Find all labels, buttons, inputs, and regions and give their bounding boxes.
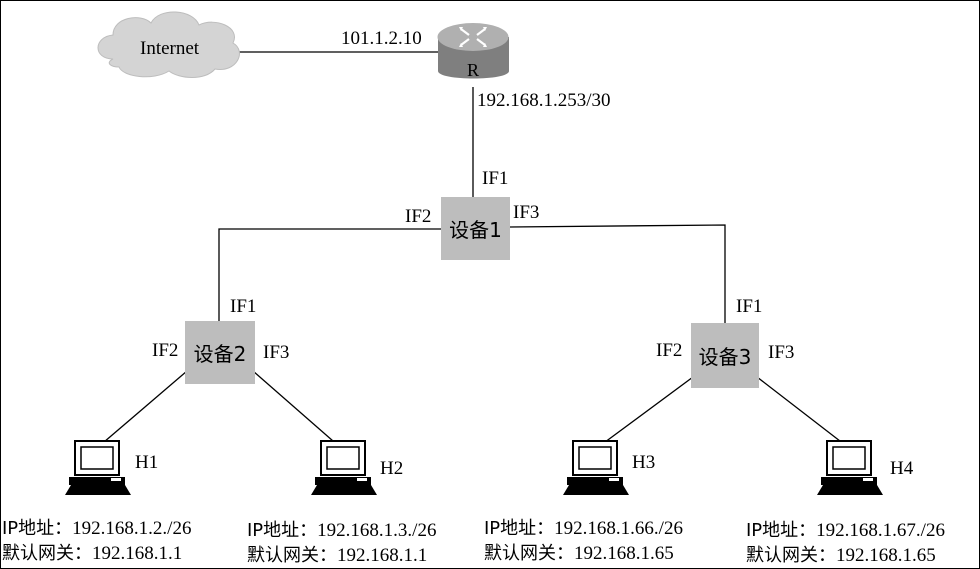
device2-label: 设备2 (193, 342, 247, 366)
device1-label: 设备1 (449, 218, 502, 242)
link-device3-h4 (756, 376, 850, 449)
h2-ip-key: IP地址： (247, 520, 318, 541)
h3-gw: 192.168.1.65 (574, 542, 674, 564)
h3-ip-key: IP地址： (484, 518, 555, 539)
device3-if1-label: IF1 (736, 296, 763, 317)
link-device1-device2 (218, 228, 441, 321)
computer-icon-h3 (563, 440, 629, 495)
h1-ip: 192.168.1.2./26 (72, 518, 192, 539)
internet-label: Internet (140, 38, 200, 59)
h4-ip-key: IP地址： (746, 520, 817, 541)
h4-info: IP地址：192.168.1.67./26 默认网关：192.168.1.65 (746, 519, 945, 568)
link-device3-h3 (596, 376, 694, 449)
computer-icon-h1 (65, 440, 131, 495)
router-icon (437, 23, 509, 79)
h3-name: H3 (632, 452, 656, 473)
device1-if2-label: IF2 (405, 206, 432, 227)
h4-name: H4 (890, 458, 914, 479)
device2-if1-label: IF1 (230, 296, 257, 317)
h4-gw: 192.168.1.65 (836, 544, 936, 566)
link-device2-h2 (252, 370, 342, 449)
device3-label: 设备3 (698, 345, 752, 369)
h3-info: IP地址：192.168.1.66./26 默认网关：192.168.1.65 (484, 517, 683, 566)
h1-gw-key: 默认网关： (2, 542, 92, 564)
h4-ip: 192.168.1.67./26 (816, 520, 945, 541)
link-device2-h1 (96, 370, 188, 449)
h2-ip: 192.168.1.3./26 (317, 520, 437, 541)
router-lan-ip: 192.168.1.253/30 (477, 90, 611, 111)
device1-if3-label: IF3 (513, 202, 540, 223)
device2-if2-label: IF2 (152, 340, 179, 361)
device1-if1-label: IF1 (482, 168, 509, 189)
h2-info: IP地址：192.168.1.3./26 默认网关：192.168.1.1 (247, 519, 436, 568)
h2-name: H2 (380, 458, 404, 479)
h3-gw-key: 默认网关： (484, 542, 574, 564)
h2-gw: 192.168.1.1 (337, 544, 428, 566)
device3-if2-label: IF2 (656, 340, 683, 361)
link-device1-device3 (509, 224, 726, 323)
h1-ip-key: IP地址： (2, 518, 73, 539)
device3-if3-label: IF3 (768, 342, 795, 363)
router-label: R (467, 60, 480, 80)
computer-icon-h2 (311, 440, 377, 495)
h1-info: IP地址：192.168.1.2./26 默认网关：192.168.1.1 (2, 517, 191, 566)
h1-gw: 192.168.1.1 (92, 542, 183, 564)
cloud-icon (97, 11, 240, 78)
device1-box: 设备1 (441, 197, 510, 260)
h4-gw-key: 默认网关： (746, 544, 836, 566)
device2-if3-label: IF3 (263, 342, 290, 363)
device3-box: 设备3 (691, 323, 759, 388)
computer-icon-h4 (817, 440, 883, 495)
h3-ip: 192.168.1.66./26 (554, 518, 683, 539)
h1-name: H1 (135, 452, 159, 473)
router-wan-ip: 101.1.2.10 (341, 28, 422, 49)
h2-gw-key: 默认网关： (247, 544, 337, 566)
device2-box: 设备2 (185, 321, 255, 384)
